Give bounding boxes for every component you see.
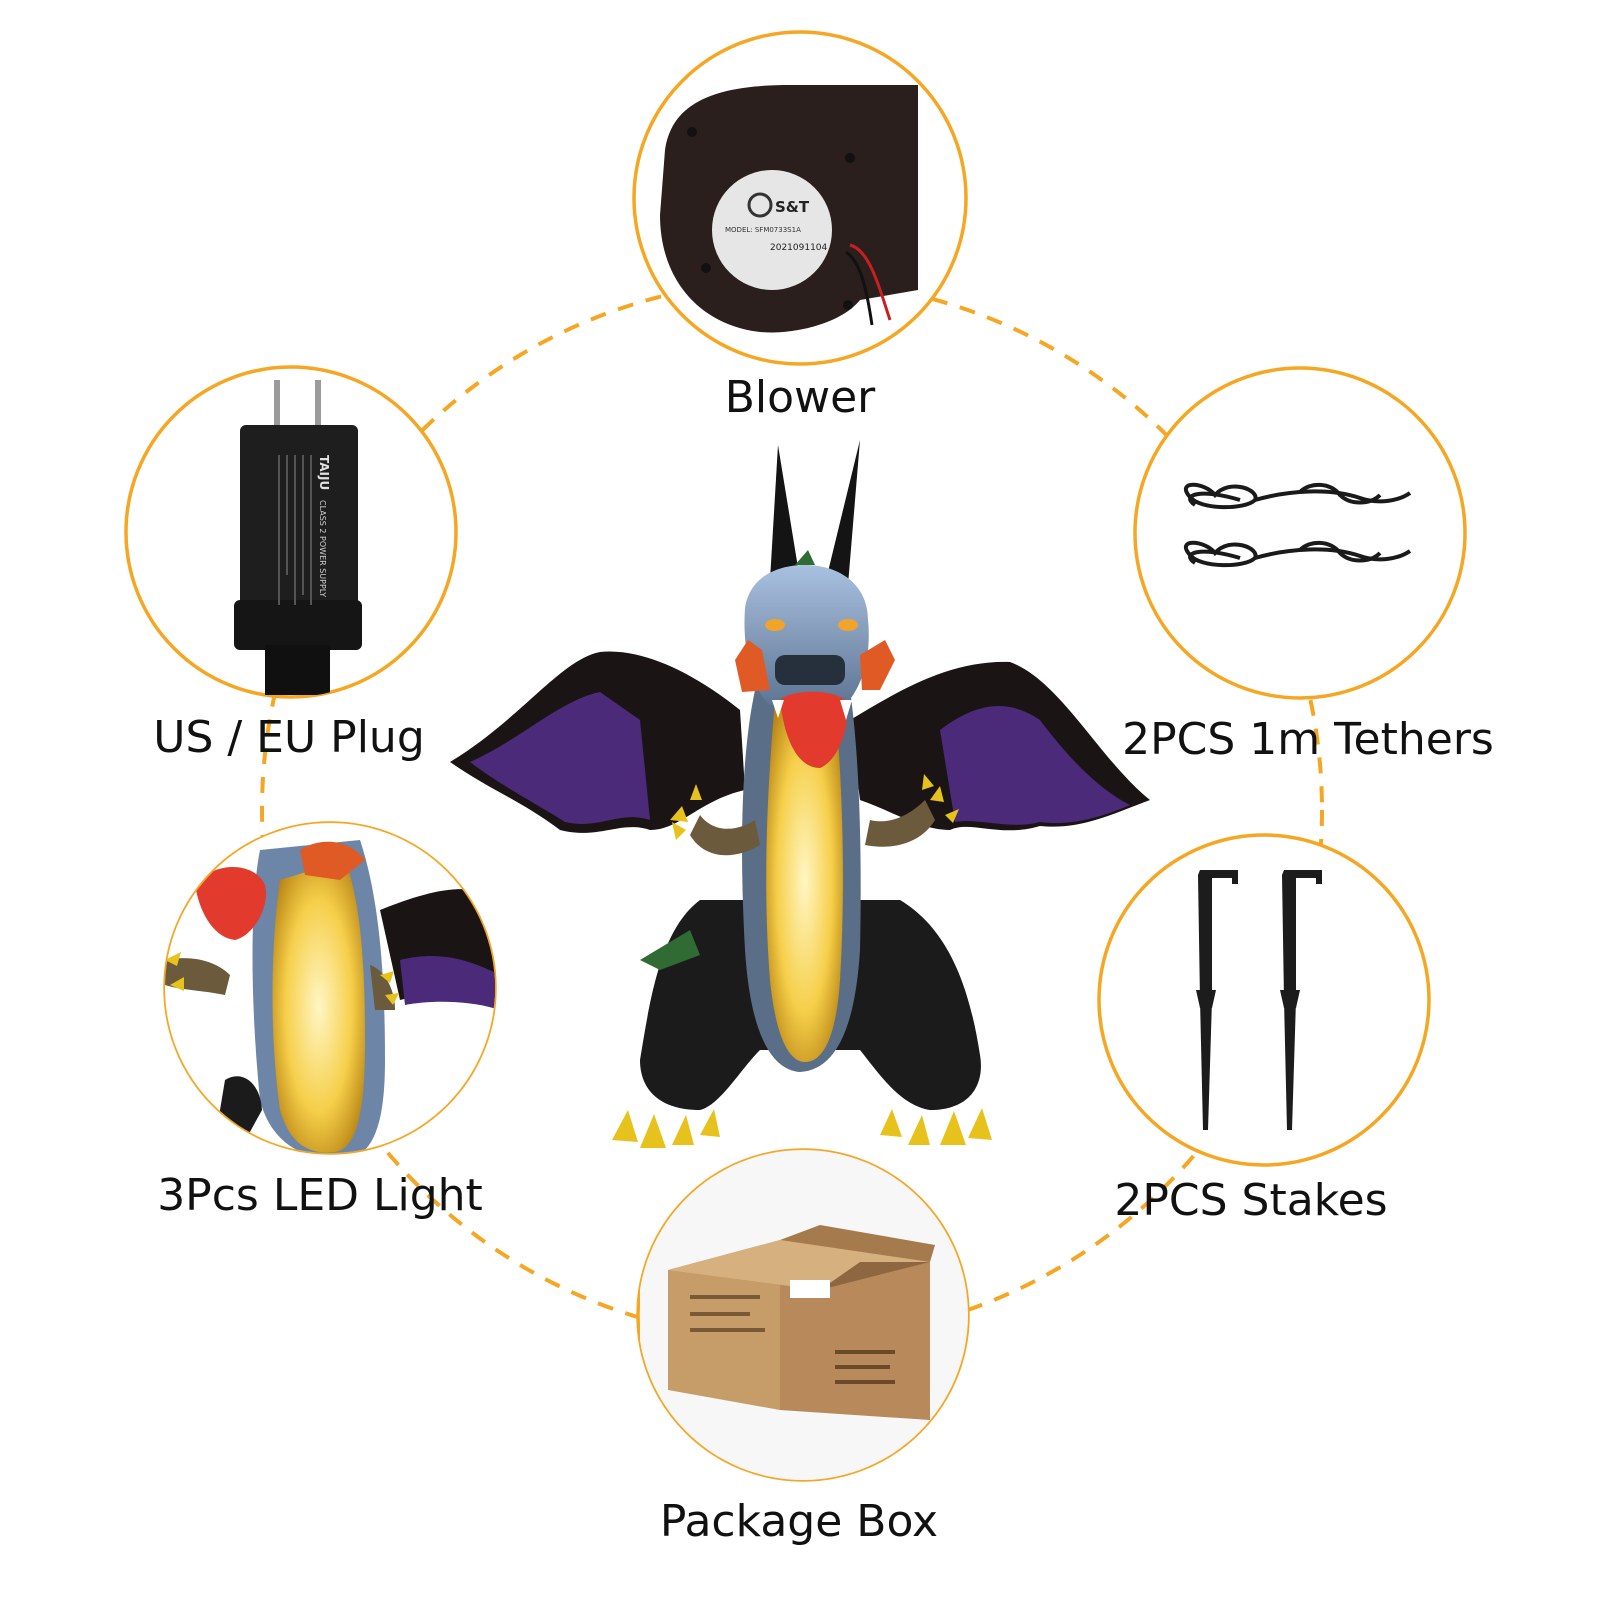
blower-date: 2021091104: [770, 243, 828, 253]
plug-title: CLASS 2 POWER SUPPLY: [318, 500, 327, 597]
stakes-image: [1196, 870, 1322, 1130]
right-horn: [826, 440, 860, 585]
package-box-panel: [636, 1148, 970, 1482]
stakes-panel: [1097, 833, 1431, 1167]
tethers-panel: [1133, 366, 1467, 700]
led-light-label: 3Pcs LED Light: [157, 1170, 483, 1221]
plug-image: TAIJU CLASS 2 POWER SUPPLY: [234, 380, 362, 695]
plug-label: US / EU Plug: [153, 712, 425, 763]
dragon-belly: [766, 700, 843, 1062]
inflatable-dragon-image: [450, 440, 1150, 1148]
plug-panel: TAIJU CLASS 2 POWER SUPPLY: [124, 365, 458, 699]
left-horn: [770, 445, 800, 580]
tethers-label: 2PCS 1m Tethers: [1122, 714, 1494, 765]
stakes-label: 2PCS Stakes: [1114, 1175, 1387, 1226]
led-light-panel: [163, 821, 497, 1155]
dragon-mouth: [780, 691, 848, 768]
blower-image: S&T MODEL: SFM0733S1A 2021091104: [660, 85, 918, 333]
blower-model: MODEL: SFM0733S1A: [725, 226, 801, 234]
tethers-image: [1183, 482, 1412, 568]
led-light-image: [165, 823, 495, 1153]
left-foot-claws: [612, 1109, 720, 1148]
right-foot-claws: [880, 1108, 992, 1145]
plug-brand: TAIJU: [317, 455, 331, 490]
package-box-image: [640, 1150, 968, 1480]
blower-brand: S&T: [775, 198, 810, 216]
package-box-label: Package Box: [660, 1496, 938, 1547]
blower-panel: S&T MODEL: SFM0733S1A 2021091104: [632, 30, 968, 366]
blower-label: Blower: [725, 372, 876, 423]
